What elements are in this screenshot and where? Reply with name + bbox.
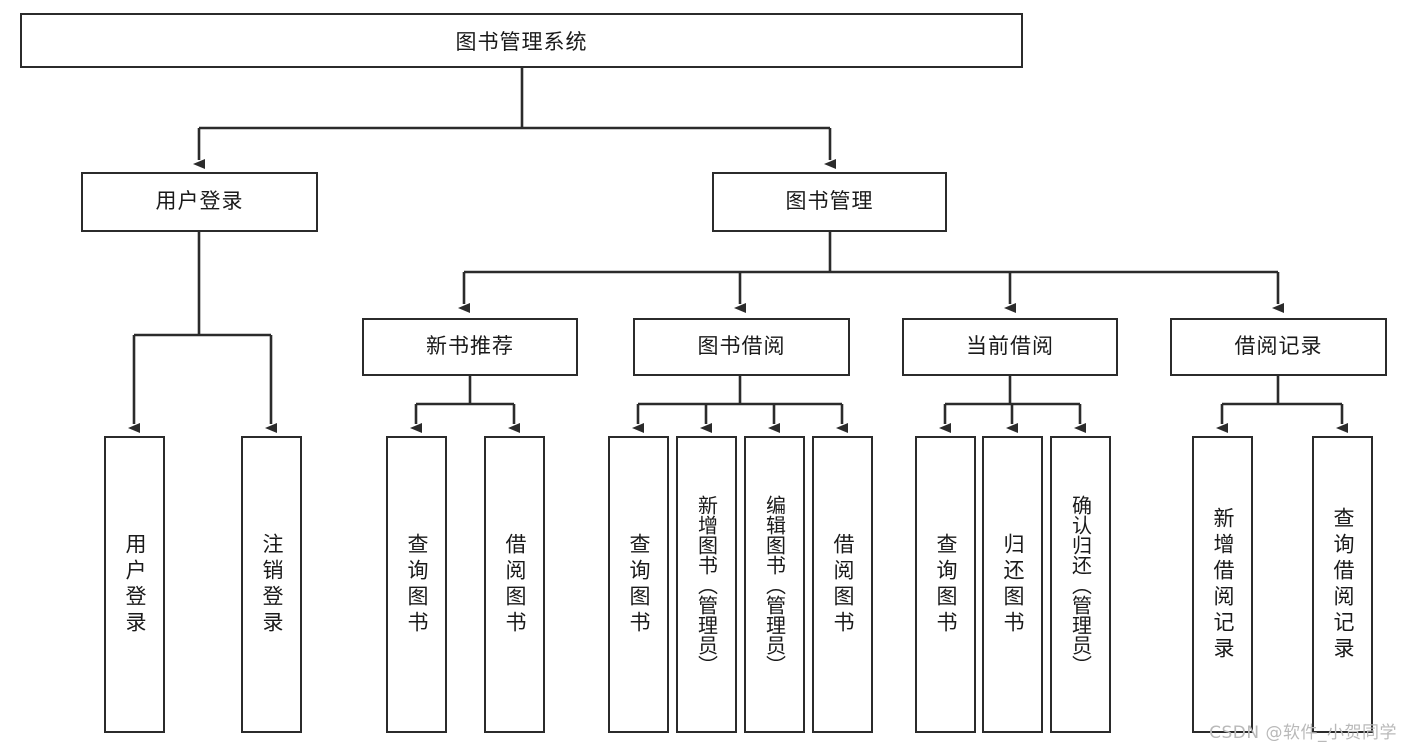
node-root[interactable]: 图书管理系统 [20,13,1023,68]
leaf-label: 编辑图书（管理员） [762,494,787,675]
watermark-text: CSDN @软件_小贺同学 [1209,723,1397,743]
leaf-label: 新增借阅记录 [1211,506,1235,663]
node-book-borrow[interactable]: 图书借阅 [633,318,850,376]
leaf-borrow-record-query[interactable]: 查询借阅记录 [1312,436,1373,733]
leaf-label: 查询图书 [405,532,429,637]
node-user-login[interactable]: 用户登录 [81,172,318,232]
leaf-current-borrow-return[interactable]: 归还图书 [982,436,1043,733]
leaf-label: 新增图书（管理员） [694,494,719,675]
leaf-user-login-login[interactable]: 用户登录 [104,436,165,733]
leaf-label: 借阅图书 [503,532,527,637]
leaf-label: 归还图书 [1001,532,1025,637]
node-current-borrow[interactable]: 当前借阅 [902,318,1118,376]
leaf-book-borrow-borrow[interactable]: 借阅图书 [812,436,873,733]
leaf-label: 注销登录 [260,532,284,637]
node-new-book-recommend[interactable]: 新书推荐 [362,318,578,376]
leaf-new-book-borrow[interactable]: 借阅图书 [484,436,545,733]
leaf-borrow-record-add[interactable]: 新增借阅记录 [1192,436,1253,733]
leaf-label: 查询图书 [627,532,651,637]
leaf-book-borrow-add[interactable]: 新增图书（管理员） [676,436,737,733]
leaf-current-borrow-confirm[interactable]: 确认归还（管理员） [1050,436,1111,733]
leaf-current-borrow-query[interactable]: 查询图书 [915,436,976,733]
node-borrow-record[interactable]: 借阅记录 [1170,318,1387,376]
leaf-label: 查询图书 [934,532,958,637]
leaf-label: 借阅图书 [831,532,855,637]
leaf-new-book-query[interactable]: 查询图书 [386,436,447,733]
leaf-label: 确认归还（管理员） [1068,494,1093,675]
leaf-label: 用户登录 [123,532,147,637]
leaf-label: 查询借阅记录 [1331,506,1355,663]
leaf-book-borrow-edit[interactable]: 编辑图书（管理员） [744,436,805,733]
leaf-book-borrow-query[interactable]: 查询图书 [608,436,669,733]
leaf-user-login-logout[interactable]: 注销登录 [241,436,302,733]
node-book-management[interactable]: 图书管理 [712,172,947,232]
